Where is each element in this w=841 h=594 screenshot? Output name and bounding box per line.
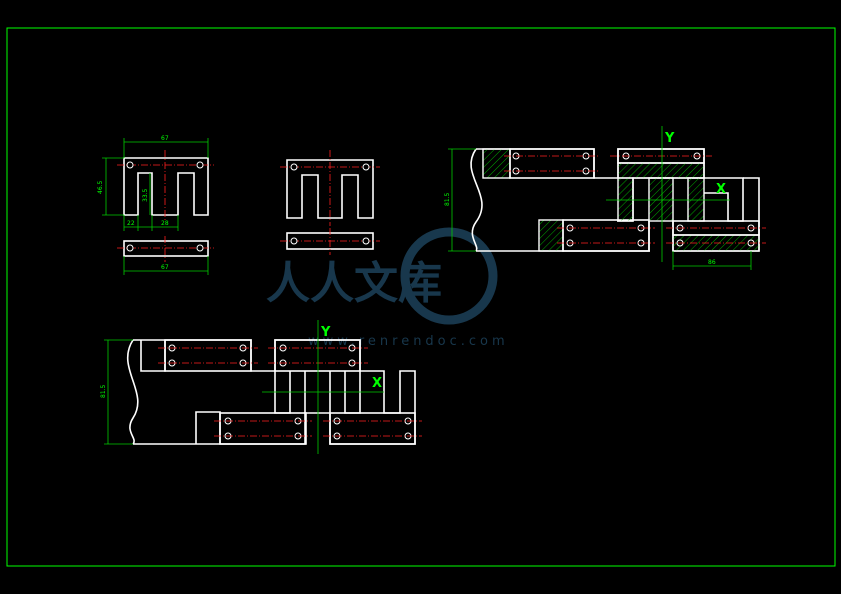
part-e-comb-front-view bbox=[280, 150, 380, 226]
watermark-text: 人人文库 bbox=[266, 258, 442, 309]
hatched-section bbox=[617, 177, 634, 222]
hatched-section bbox=[538, 219, 564, 252]
assembly-lower: Y X 81.5 bbox=[100, 320, 422, 454]
dim-inner-height: 33.5 bbox=[142, 188, 149, 202]
drawing-frame bbox=[6, 27, 836, 567]
part-comb-plan-view: 67 bbox=[117, 236, 214, 275]
hatched-section bbox=[482, 148, 511, 179]
bolt-hole bbox=[196, 244, 204, 252]
hatched-section bbox=[687, 177, 705, 222]
dim-slot-b: 28 bbox=[161, 220, 169, 227]
dim-assembly-height: 81.5 bbox=[444, 192, 451, 206]
watermark-logo-ring bbox=[400, 227, 498, 325]
bolt-hole bbox=[196, 161, 204, 169]
dim-slot-a: 22 bbox=[127, 220, 135, 227]
bolt-hole bbox=[362, 237, 370, 245]
axis-x-label: X bbox=[716, 182, 726, 197]
bolt-hole bbox=[362, 163, 370, 171]
dim-height-left: 46.5 bbox=[97, 180, 104, 194]
bolt-hole bbox=[126, 161, 134, 169]
watermark-url: www.renrendoc.com bbox=[308, 334, 509, 349]
axis-y-label: Y bbox=[320, 325, 331, 340]
watermark: 人人文库 www.renrendoc.com bbox=[266, 227, 509, 349]
bolt-hole bbox=[126, 244, 134, 252]
axis-y-label: Y bbox=[664, 131, 675, 146]
hatched-section bbox=[617, 162, 705, 179]
part-comb-front-view bbox=[117, 150, 214, 222]
dim-bottom-width: 67 bbox=[161, 264, 169, 271]
dim-assembly-height: 81.5 bbox=[100, 384, 107, 398]
part-e-comb-plan-view bbox=[280, 228, 380, 255]
hatched-section bbox=[648, 177, 674, 222]
bolt-hole bbox=[290, 237, 298, 245]
axis-x-label: X bbox=[372, 376, 382, 391]
bolt-hole bbox=[290, 163, 298, 171]
assembly-upper: Y X 81.5 86 bbox=[444, 126, 766, 270]
part-comb-dimensions: 67 46.5 33.5 22 28 bbox=[97, 135, 209, 231]
dim-assembly-width: 86 bbox=[708, 259, 716, 266]
dim-top-width: 67 bbox=[161, 135, 169, 142]
